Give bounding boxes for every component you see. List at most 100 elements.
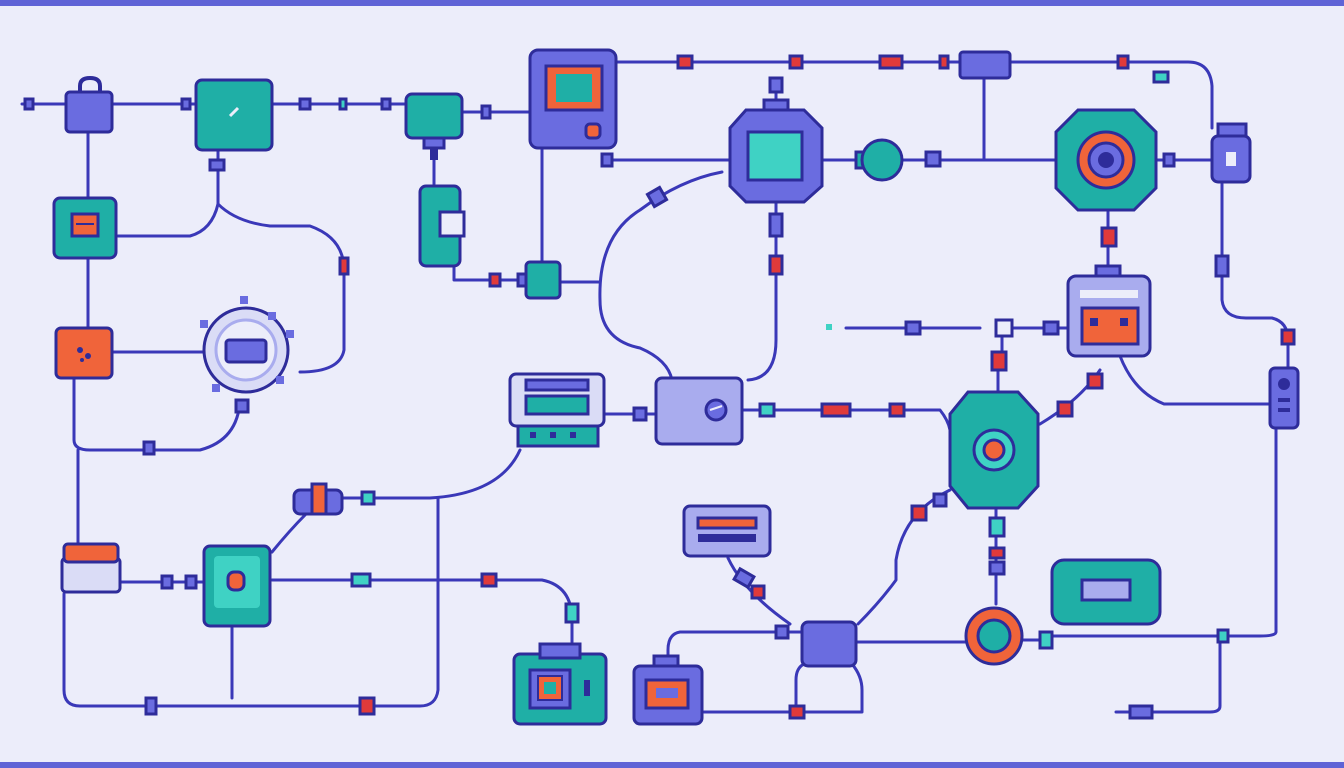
connector (768, 254, 784, 276)
connector (994, 318, 1014, 338)
wire (270, 512, 308, 554)
bottom-frame-border (0, 762, 1344, 768)
wire (794, 662, 864, 714)
wire (216, 202, 346, 374)
connector (380, 97, 392, 111)
connector (938, 54, 950, 70)
wire (598, 170, 724, 382)
connector (988, 516, 1006, 538)
connector (298, 97, 312, 111)
connector (338, 97, 348, 111)
connector (184, 574, 198, 590)
connector (632, 406, 648, 422)
panel-icon (52, 196, 118, 260)
connector (1280, 328, 1296, 346)
connector (234, 398, 250, 414)
connector (1128, 704, 1154, 720)
connector (208, 158, 226, 172)
connector (160, 574, 174, 590)
connector (758, 402, 776, 418)
wire (62, 496, 440, 708)
teal-box-icon (194, 78, 274, 152)
wire (1118, 354, 1272, 406)
sphere-icon (854, 138, 904, 182)
connector (358, 696, 376, 716)
monitor-icon (528, 48, 618, 150)
knob-icon (654, 376, 744, 446)
wire-connectors (23, 54, 1296, 720)
bottom-box-icon (202, 544, 272, 628)
connector (360, 490, 376, 506)
connector (142, 440, 156, 456)
connector (676, 54, 694, 70)
wire (338, 448, 522, 500)
connector (732, 566, 756, 590)
wire (1114, 638, 1222, 714)
connector (768, 76, 784, 94)
wire (702, 662, 806, 714)
connector (878, 54, 904, 70)
wire (452, 260, 528, 282)
connector (924, 150, 942, 168)
connector (788, 704, 806, 720)
padlock-icon (64, 75, 114, 134)
connector (932, 492, 948, 508)
connector (888, 402, 906, 418)
connector (1116, 54, 1130, 70)
connector (750, 584, 766, 600)
connector (1086, 372, 1104, 390)
router-icon (1066, 264, 1152, 358)
orange-module-icon (54, 326, 114, 380)
connector (904, 320, 922, 336)
lens-icon (1054, 108, 1158, 212)
connector (645, 185, 669, 209)
handle-connector-icon (292, 482, 344, 516)
gear-icon (200, 296, 294, 394)
hub-icon (800, 620, 858, 668)
connector (1152, 70, 1170, 84)
connector (338, 256, 350, 276)
connector (1042, 320, 1060, 336)
connector (350, 572, 372, 588)
connector (144, 696, 158, 716)
wire (1050, 424, 1278, 638)
connector (23, 97, 35, 111)
display-unit-icon (632, 654, 704, 726)
connector (600, 152, 614, 168)
connector (480, 572, 498, 588)
connector (564, 602, 580, 624)
plug-icon (1210, 122, 1252, 184)
connector (480, 104, 492, 120)
wire (746, 200, 778, 382)
printer-icon (508, 372, 606, 448)
central-device-icon (728, 98, 824, 204)
remote-icon (1268, 366, 1300, 430)
connector (990, 350, 1008, 372)
connector (1056, 400, 1074, 418)
connector (1214, 254, 1230, 278)
connector (988, 546, 1006, 560)
connector (1100, 226, 1118, 248)
connector (1216, 628, 1230, 644)
connector-block-icon (404, 92, 464, 160)
top-frame-border (0, 0, 1344, 6)
connector (1162, 152, 1176, 168)
connector (774, 624, 790, 640)
connector (488, 272, 502, 288)
ring-icon (964, 606, 1024, 666)
wire (1008, 60, 1214, 130)
connector (768, 212, 784, 238)
pill-icon (1050, 558, 1162, 626)
connector (1038, 630, 1054, 650)
connector (910, 504, 928, 522)
tray-icon (60, 542, 122, 594)
clamp-icon (418, 184, 466, 268)
teal-octagon-icon (948, 390, 1040, 510)
display-tag-icon (682, 504, 772, 558)
connector (826, 324, 832, 330)
connector (988, 560, 1006, 576)
radio-icon (512, 642, 608, 726)
wire (666, 630, 806, 662)
